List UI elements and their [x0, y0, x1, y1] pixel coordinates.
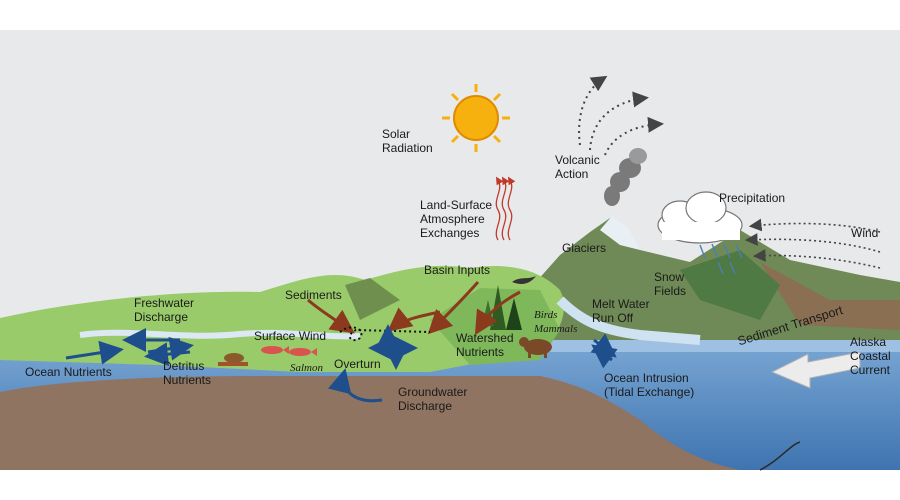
label-ocean-nutrients: Ocean Nutrients — [25, 365, 112, 379]
seabed — [0, 376, 740, 470]
label-overturn: Overturn — [334, 357, 381, 371]
rain-icon — [699, 243, 743, 275]
heat-exchange-icon — [495, 176, 516, 241]
salmon-icon — [261, 346, 317, 356]
snow-field-slope — [680, 250, 780, 320]
label-ocean-intrusion: Ocean Intrusion (Tidal Exchange) — [604, 371, 695, 399]
label-land-surface-exchanges: Land-Surface Atmosphere Exchanges — [420, 198, 493, 240]
beaver-icon — [218, 353, 248, 366]
label-watershed-nutrients: Watershed Nutrients — [456, 331, 514, 359]
seabed-fault-line — [759, 441, 801, 471]
alaska-current-arrow — [770, 351, 861, 389]
label-snow-fields: Snow Fields — [654, 270, 687, 298]
label-volcanic-action: Volcanic Action — [555, 153, 600, 181]
label-melt-water: Melt Water Run Off — [592, 297, 650, 325]
hill — [345, 278, 400, 320]
label-sediments: Sediments — [285, 288, 342, 302]
melt-water-river — [556, 296, 701, 345]
brown-hills — [760, 262, 900, 330]
sun-icon — [442, 84, 510, 152]
label-salmon: Salmon — [290, 362, 323, 374]
bear-icon — [519, 337, 552, 358]
wind-arrows — [744, 218, 881, 269]
label-glaciers: Glaciers — [562, 241, 607, 255]
cloud-icon — [657, 191, 743, 244]
label-groundwater-discharge: Groundwater Discharge — [398, 385, 468, 413]
surface-wind-arrow — [339, 326, 431, 342]
label-basin-inputs: Basin Inputs — [424, 263, 491, 277]
glacier-peak — [600, 216, 640, 250]
label-surface-wind: Surface Wind — [254, 329, 327, 343]
label-detritus-nutrients: Detritus Nutrients — [163, 359, 212, 387]
nutrient-flow-arrows — [65, 324, 618, 403]
label-wind: Wind — [851, 226, 879, 240]
eagle-icon — [512, 276, 536, 284]
label-birds-mammals: Birds Mammals — [534, 309, 578, 335]
label-freshwater-discharge: Freshwater Discharge — [134, 296, 195, 324]
label-precipitation: Precipitation — [719, 191, 786, 205]
volcanic-smoke-icon — [604, 148, 647, 206]
volcanic-ash-arrows — [578, 75, 664, 156]
label-alaska-coastal-current: Alaska Coastal Current — [850, 335, 891, 377]
label-solar-radiation: Solar Radiation — [382, 127, 433, 155]
